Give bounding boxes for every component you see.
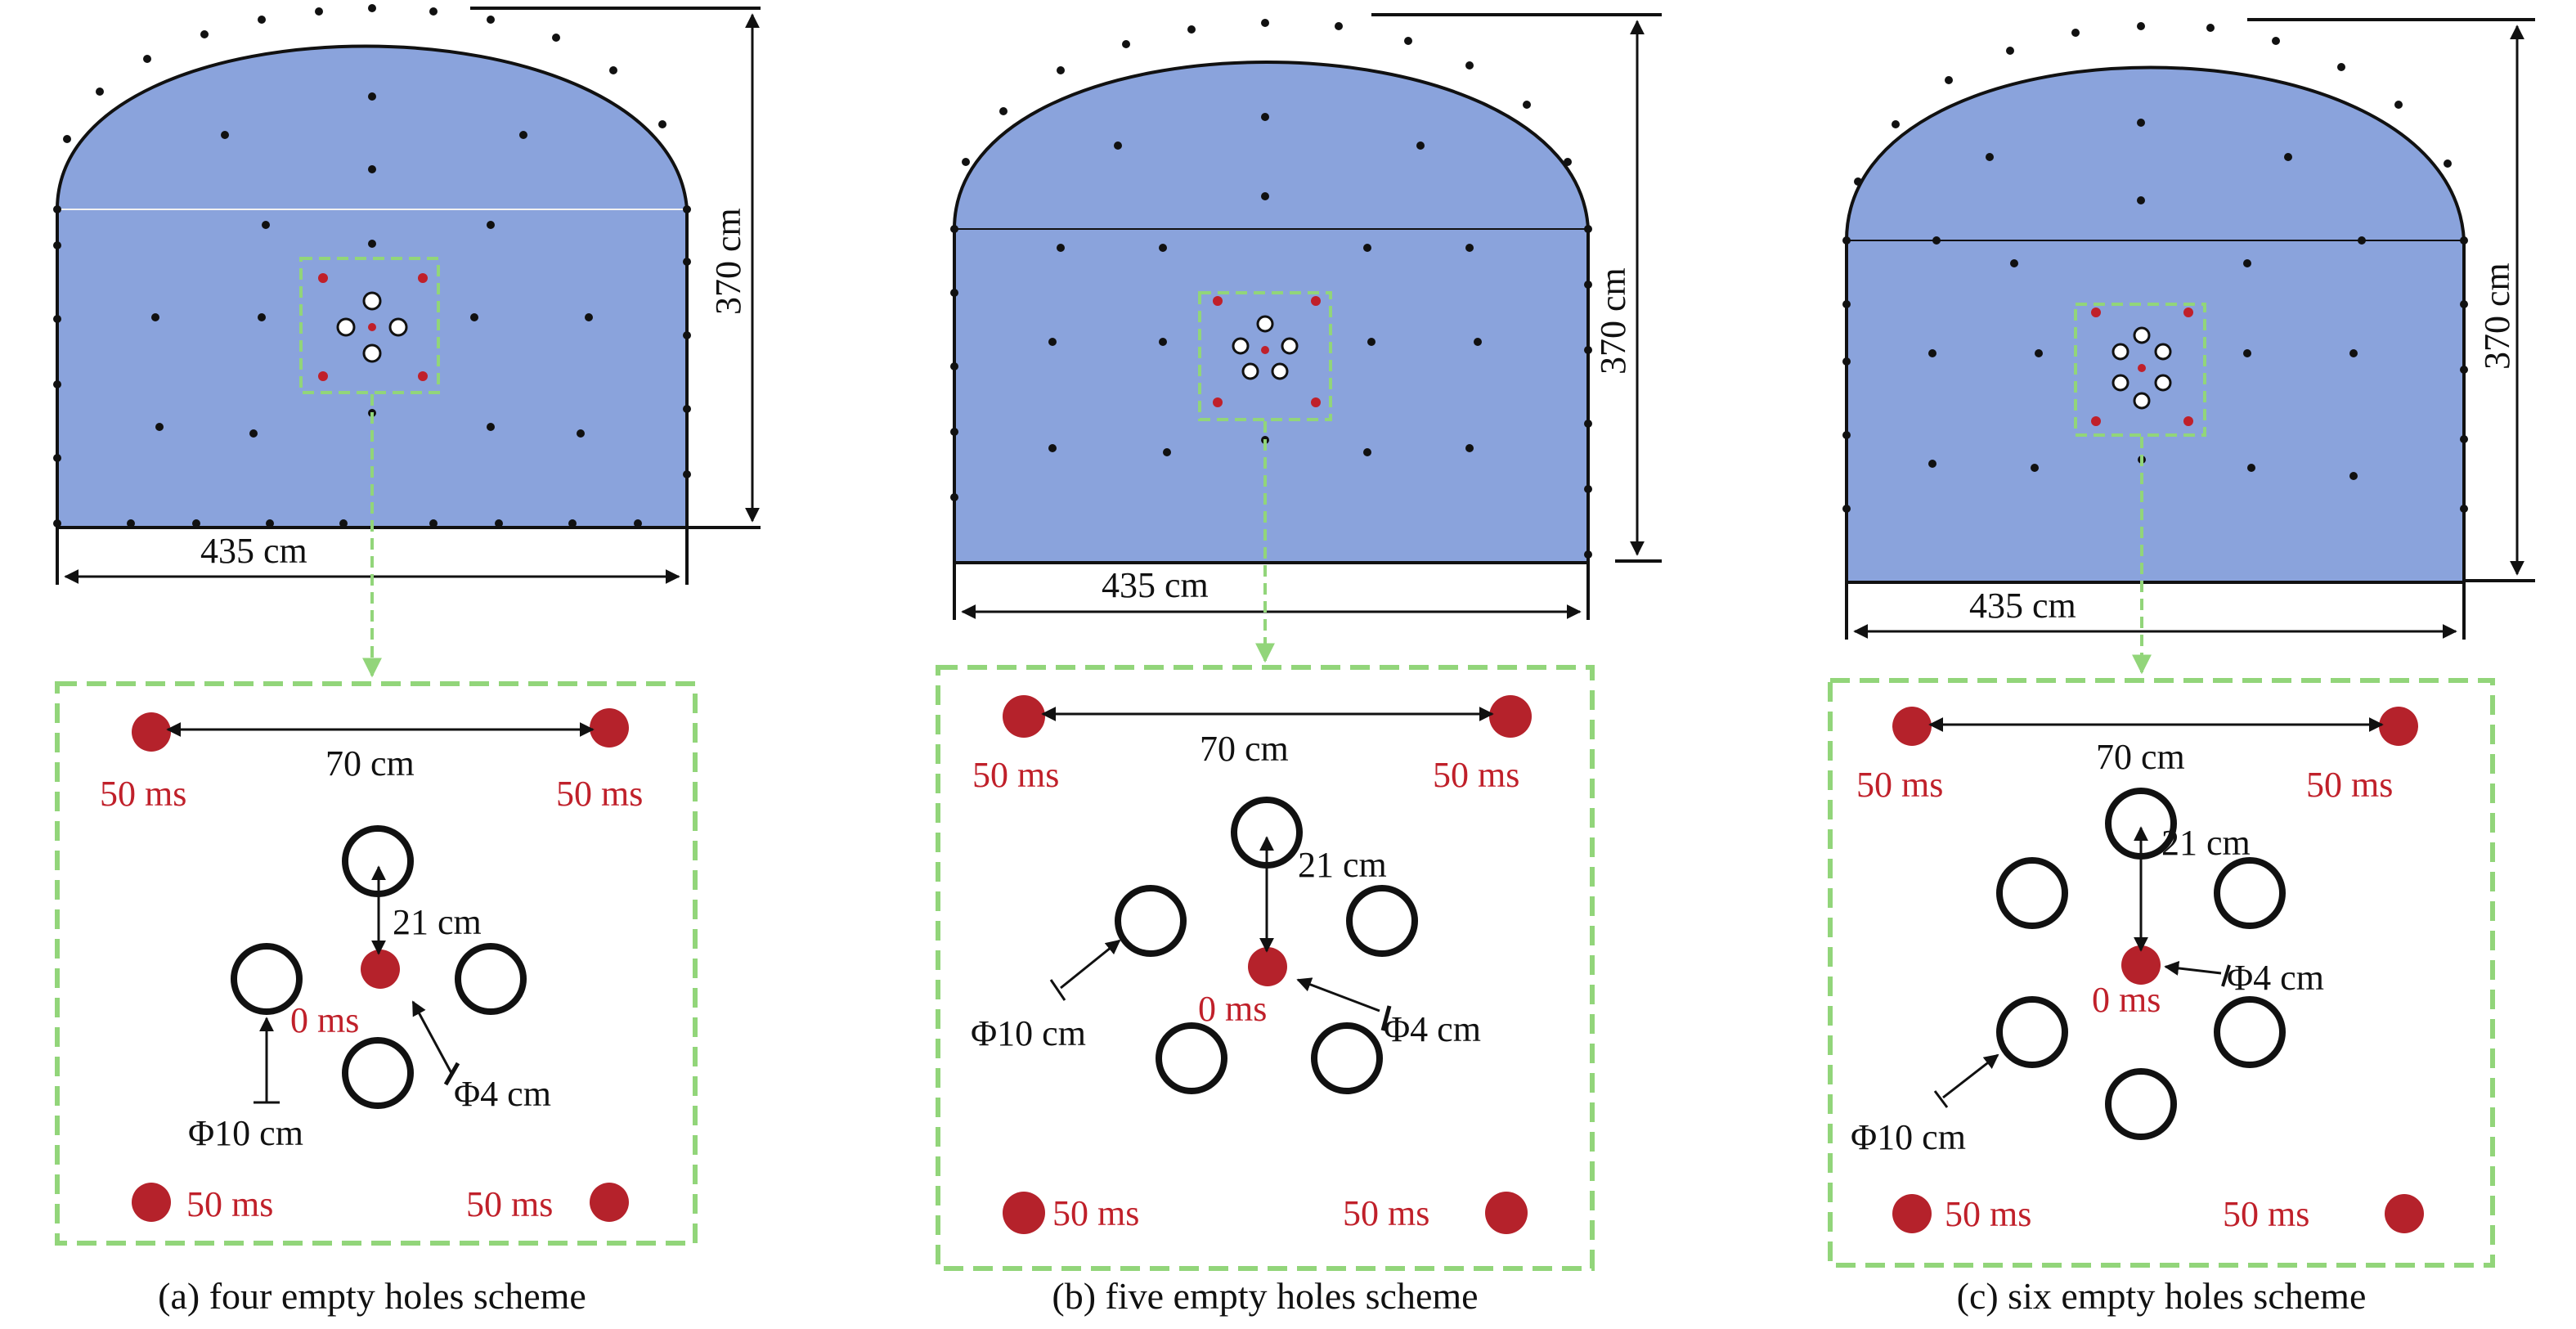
width-label-c: 435 cm	[1969, 586, 2076, 626]
center-delay-label: 0 ms	[2092, 980, 2161, 1020]
panel-a: 370 cm 435 cm 70 cm 50 ms 50 ms 50 ms 50…	[53, 4, 761, 1317]
offset-label-b: 21 cm	[1298, 845, 1387, 885]
center-delay-label: 0 ms	[1198, 989, 1267, 1029]
delay-label: 50 ms	[2223, 1194, 2309, 1234]
charged-hole	[1003, 1192, 1045, 1234]
inset-marker-b	[1198, 291, 1332, 421]
height-label-b: 370 cm	[1593, 267, 1633, 375]
tunnel-face-b	[953, 61, 1590, 564]
detail-frame-b	[936, 665, 1595, 1271]
panel-c: 370 cm 435 cm 70 cm 50 ms 50 ms 50 ms 50…	[1828, 18, 2535, 1317]
charged-hole	[2385, 1194, 2424, 1233]
charged-hole	[2379, 707, 2418, 746]
offset-label-c: 21 cm	[2161, 823, 2251, 863]
offset-label-a: 21 cm	[393, 902, 482, 942]
spacing-label-a: 70 cm	[325, 743, 415, 783]
charged-hole	[1892, 1194, 1932, 1233]
tunnel-face-c	[1845, 65, 2466, 584]
caption-c: (c) six empty holes scheme	[1957, 1275, 2367, 1317]
delay-label: 50 ms	[1945, 1194, 2031, 1234]
center-delay-label: 0 ms	[290, 1000, 359, 1040]
spacing-label-b: 70 cm	[1200, 729, 1289, 769]
blast-holes-a	[53, 4, 691, 528]
charged-hole	[132, 1183, 171, 1222]
height-label-a: 370 cm	[708, 208, 748, 315]
delay-label: 50 ms	[556, 774, 643, 814]
detail-frame-a	[55, 681, 698, 1246]
blast-holes-b	[950, 19, 1592, 559]
charged-hole	[1485, 1192, 1528, 1234]
inset-mini-a	[318, 273, 428, 381]
panel-b: 370 cm 435 cm 70 cm 50 ms 50 ms 50 ms 50…	[936, 13, 1662, 1317]
charged-hole	[132, 712, 171, 752]
width-label-a: 435 cm	[200, 531, 307, 571]
empty-diameter-label-c: Φ10 cm	[1851, 1117, 1966, 1157]
charged-diameter-label-c: Φ4 cm	[2227, 958, 2324, 998]
detail-c: 70 cm 50 ms 50 ms 50 ms 50 ms 21 cm 0 ms…	[1851, 707, 2424, 1234]
blast-holes-c	[1842, 22, 2468, 513]
detail-b: 70 cm 50 ms 50 ms 50 ms 50 ms 21 cm 0 ms…	[971, 695, 1532, 1234]
delay-label: 50 ms	[100, 774, 186, 814]
inset-marker-c	[2074, 303, 2206, 437]
inset-mini-b	[1213, 296, 1321, 444]
width-label-b: 435 cm	[1102, 565, 1209, 605]
empty-diameter-label-a: Φ10 cm	[188, 1113, 303, 1153]
caption-b: (b) five empty holes scheme	[1052, 1275, 1478, 1317]
delay-label: 50 ms	[1052, 1193, 1139, 1233]
delay-label: 50 ms	[2306, 765, 2393, 805]
delay-label: 50 ms	[1343, 1193, 1429, 1233]
inset-marker-a	[299, 257, 440, 394]
charged-hole	[1892, 707, 1932, 746]
center-charged-hole	[2121, 945, 2161, 985]
delay-label: 50 ms	[466, 1184, 553, 1224]
empty-diameter-label-b: Φ10 cm	[971, 1013, 1086, 1053]
charged-hole	[1489, 695, 1532, 738]
caption-a: (a) four empty holes scheme	[158, 1275, 586, 1317]
charged-hole	[1003, 695, 1045, 738]
charged-hole	[590, 708, 629, 748]
detail-frame-c	[1828, 678, 2495, 1268]
charged-diameter-label-a: Φ4 cm	[454, 1074, 551, 1114]
center-charged-hole	[361, 950, 400, 989]
charged-diameter-label-b: Φ4 cm	[1384, 1009, 1481, 1049]
height-label-c: 370 cm	[2477, 263, 2517, 370]
delay-label: 50 ms	[186, 1184, 273, 1224]
center-charged-hole	[1248, 947, 1287, 986]
tunnel-face-a	[56, 44, 689, 529]
spacing-label-c: 70 cm	[2096, 737, 2185, 777]
delay-label: 50 ms	[1856, 765, 1943, 805]
delay-label: 50 ms	[1433, 755, 1519, 795]
detail-a: 70 cm 50 ms 50 ms 50 ms 50 ms 21 cm 0 ms…	[100, 708, 643, 1224]
delay-label: 50 ms	[972, 755, 1059, 795]
charged-hole	[590, 1183, 629, 1222]
